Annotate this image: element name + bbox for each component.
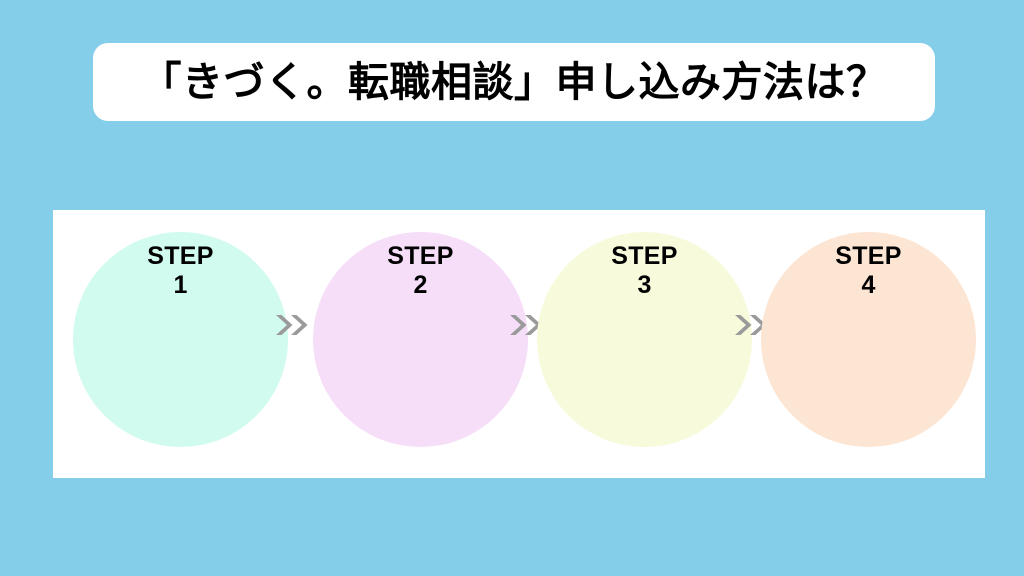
step-word-4: STEP xyxy=(835,242,902,270)
steps-row: STEP 1 STEP 2 xyxy=(53,210,985,478)
step-circle-3[interactable]: STEP 3 xyxy=(537,232,752,447)
step-word-2: STEP xyxy=(387,242,454,270)
step-label-3: STEP 3 xyxy=(537,242,752,300)
title-banner: 「きづく。転職相談」申し込み方法は？ xyxy=(93,43,935,121)
step-circle-4[interactable]: STEP 4 xyxy=(761,232,976,447)
step-number-1: 1 xyxy=(173,270,188,299)
step-number-4: 4 xyxy=(861,270,876,299)
step-label-2: STEP 2 xyxy=(313,242,528,300)
step-word-1: STEP xyxy=(147,242,214,270)
step-label-1: STEP 1 xyxy=(73,242,288,300)
step-word-3: STEP xyxy=(611,242,678,270)
step-label-4: STEP 4 xyxy=(761,242,976,300)
double-chevron-right-icon-1 xyxy=(272,310,312,340)
step-circle-1[interactable]: STEP 1 xyxy=(73,232,288,447)
page-title: 「きづく。転職相談」申し込み方法は？ xyxy=(140,57,888,106)
step-number-3: 3 xyxy=(637,270,652,299)
step-number-2: 2 xyxy=(413,270,428,299)
steps-panel: STEP 1 STEP 2 xyxy=(53,210,985,478)
step-circle-2[interactable]: STEP 2 xyxy=(313,232,528,447)
